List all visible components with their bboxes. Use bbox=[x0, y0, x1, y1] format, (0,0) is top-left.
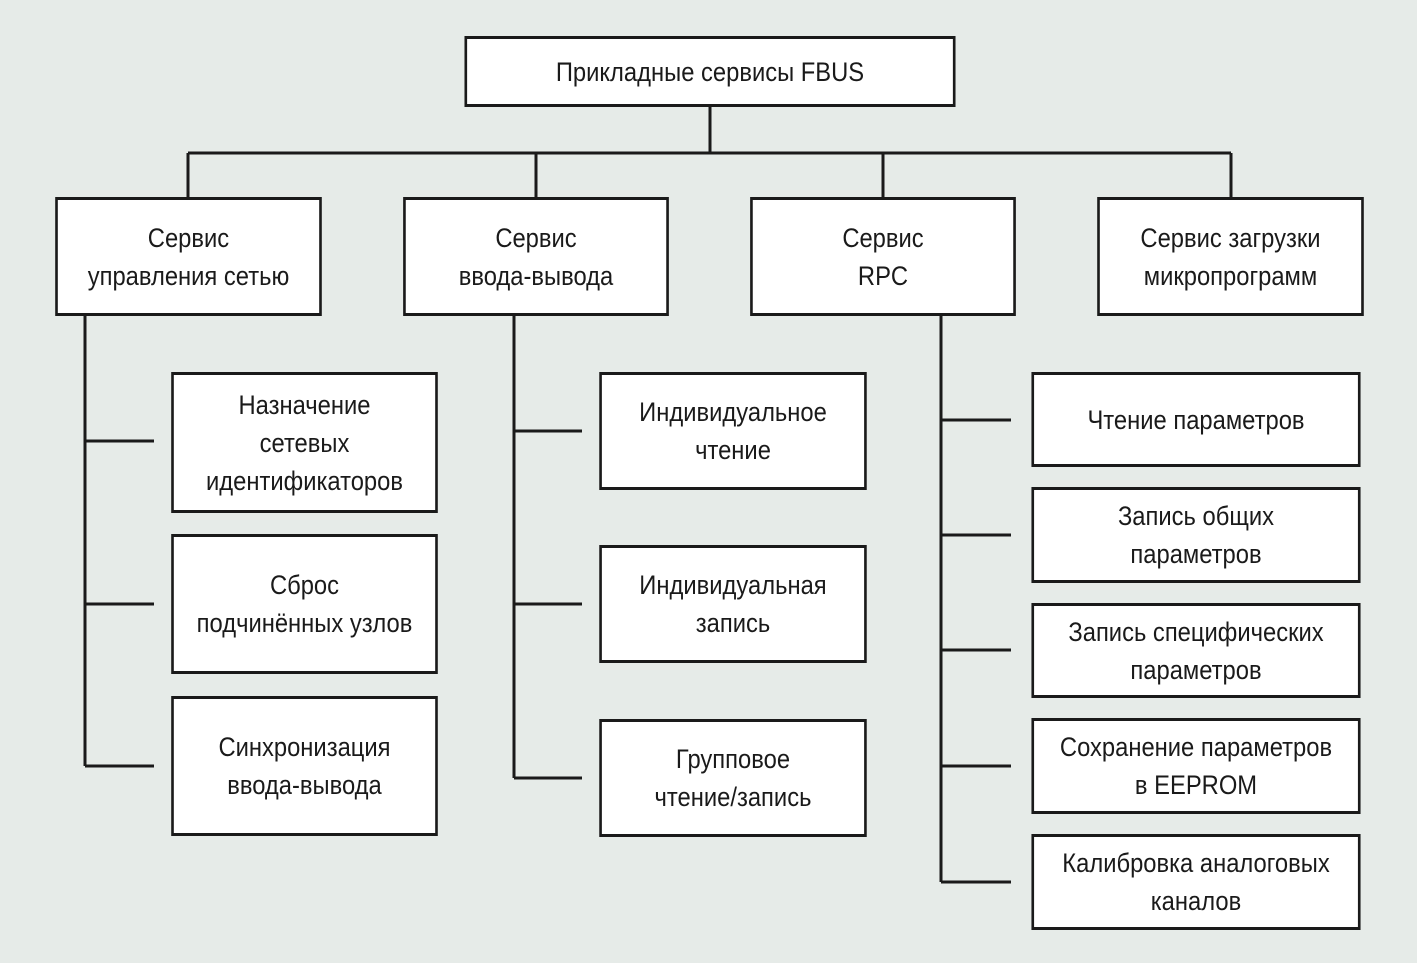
leaf-node: Запись общих параметров bbox=[1031, 487, 1361, 583]
leaf-label: Сброс подчинённых узлов bbox=[196, 570, 413, 638]
service-label: Сервис управления сетью bbox=[87, 222, 290, 291]
leaf-label: Индивидуальная запись bbox=[639, 570, 827, 638]
service-node-rpc: Сервис RPC bbox=[750, 197, 1016, 316]
root-label: Прикладные сервисы FBUS bbox=[555, 56, 865, 87]
leaf-node: Индивидуальное чтение bbox=[599, 372, 867, 490]
leaf-label: Калибровка аналоговых каналов bbox=[1062, 848, 1330, 916]
service-node-network: Сервис управления сетью bbox=[55, 197, 322, 316]
service-label: Сервис ввода-вывода bbox=[458, 222, 614, 291]
leaf-node: Чтение параметров bbox=[1031, 372, 1361, 467]
leaf-node: Калибровка аналоговых каналов bbox=[1031, 834, 1361, 930]
leaf-node: Запись специфических параметров bbox=[1031, 603, 1361, 698]
leaf-label: Синхронизация ввода-вывода bbox=[218, 732, 391, 800]
leaf-node: Сброс подчинённых узлов bbox=[171, 534, 438, 674]
leaf-label: Сохранение параметров в EEPROM bbox=[1059, 732, 1333, 800]
leaf-node: Групповое чтение/запись bbox=[599, 719, 867, 837]
leaf-node: Синхронизация ввода-вывода bbox=[171, 696, 438, 836]
leaf-label: Запись общих параметров bbox=[1117, 501, 1275, 569]
service-node-firmware: Сервис загрузки микропрограмм bbox=[1097, 197, 1364, 316]
root-node: Прикладные сервисы FBUS bbox=[464, 36, 956, 107]
leaf-label: Индивидуальное чтение bbox=[639, 397, 827, 465]
leaf-label: Запись специфических параметров bbox=[1068, 616, 1324, 685]
leaf-node: Сохранение параметров в EEPROM bbox=[1031, 718, 1361, 814]
leaf-node: Индивидуальная запись bbox=[599, 545, 867, 663]
leaf-label: Чтение параметров bbox=[1087, 404, 1305, 435]
service-node-io: Сервис ввода-вывода bbox=[403, 197, 669, 316]
service-label: Сервис загрузки микропрограмм bbox=[1140, 222, 1321, 291]
leaf-label: Групповое чтение/запись bbox=[654, 744, 812, 812]
leaf-label: Назначение сетевых идентификаторов bbox=[206, 389, 403, 496]
service-label: Сервис RPC bbox=[842, 222, 924, 291]
leaf-node: Назначение сетевых идентификаторов bbox=[171, 372, 438, 513]
